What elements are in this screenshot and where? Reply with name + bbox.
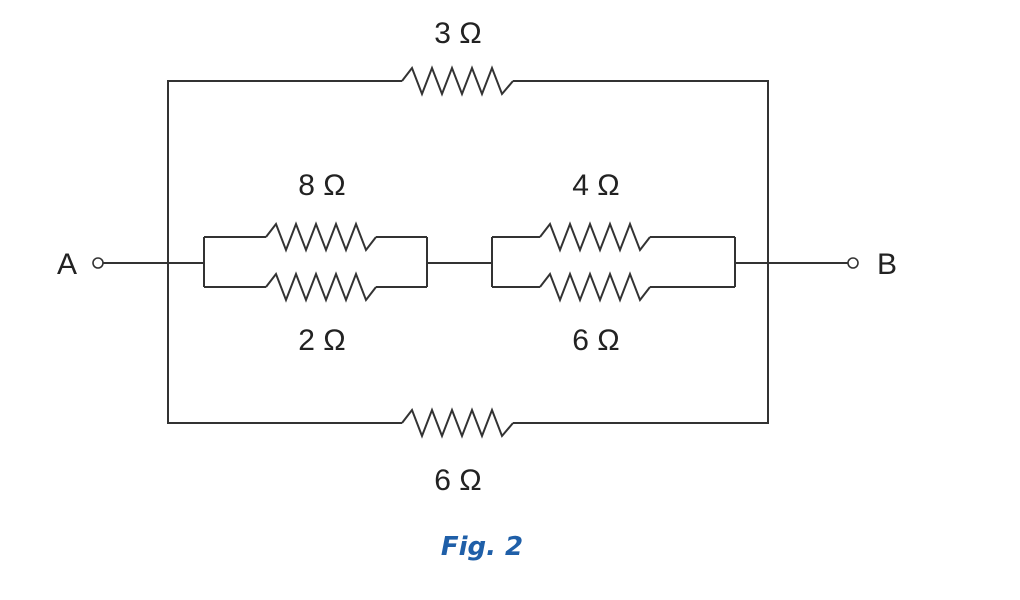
outer-bottom-wire-left	[167, 263, 402, 424]
figure-caption: Fig. 2	[441, 532, 523, 562]
label-resistor-left-upper: 8 Ω	[298, 169, 345, 202]
outer-bottom-wire-right	[513, 263, 769, 424]
label-resistor-bottom: 6 Ω	[434, 464, 481, 497]
resistor-left-lower	[265, 271, 377, 303]
terminal-b-node	[847, 257, 859, 269]
resistor-bottom	[401, 407, 514, 439]
outer-top-wire-left	[167, 80, 402, 263]
resistor-right-lower	[539, 271, 651, 303]
label-resistor-top: 3 Ω	[434, 17, 481, 50]
label-resistor-right-upper: 4 Ω	[572, 169, 619, 202]
resistor-left-upper	[265, 221, 377, 253]
label-resistor-right-lower: 6 Ω	[572, 324, 619, 357]
outer-top-wire-right	[513, 80, 769, 263]
resistor-top	[401, 65, 514, 97]
terminal-a-node	[92, 257, 104, 269]
label-terminal-b: B	[877, 248, 897, 281]
resistor-right-upper	[539, 221, 651, 253]
label-resistor-left-lower: 2 Ω	[298, 324, 345, 357]
label-terminal-a: A	[57, 248, 77, 281]
